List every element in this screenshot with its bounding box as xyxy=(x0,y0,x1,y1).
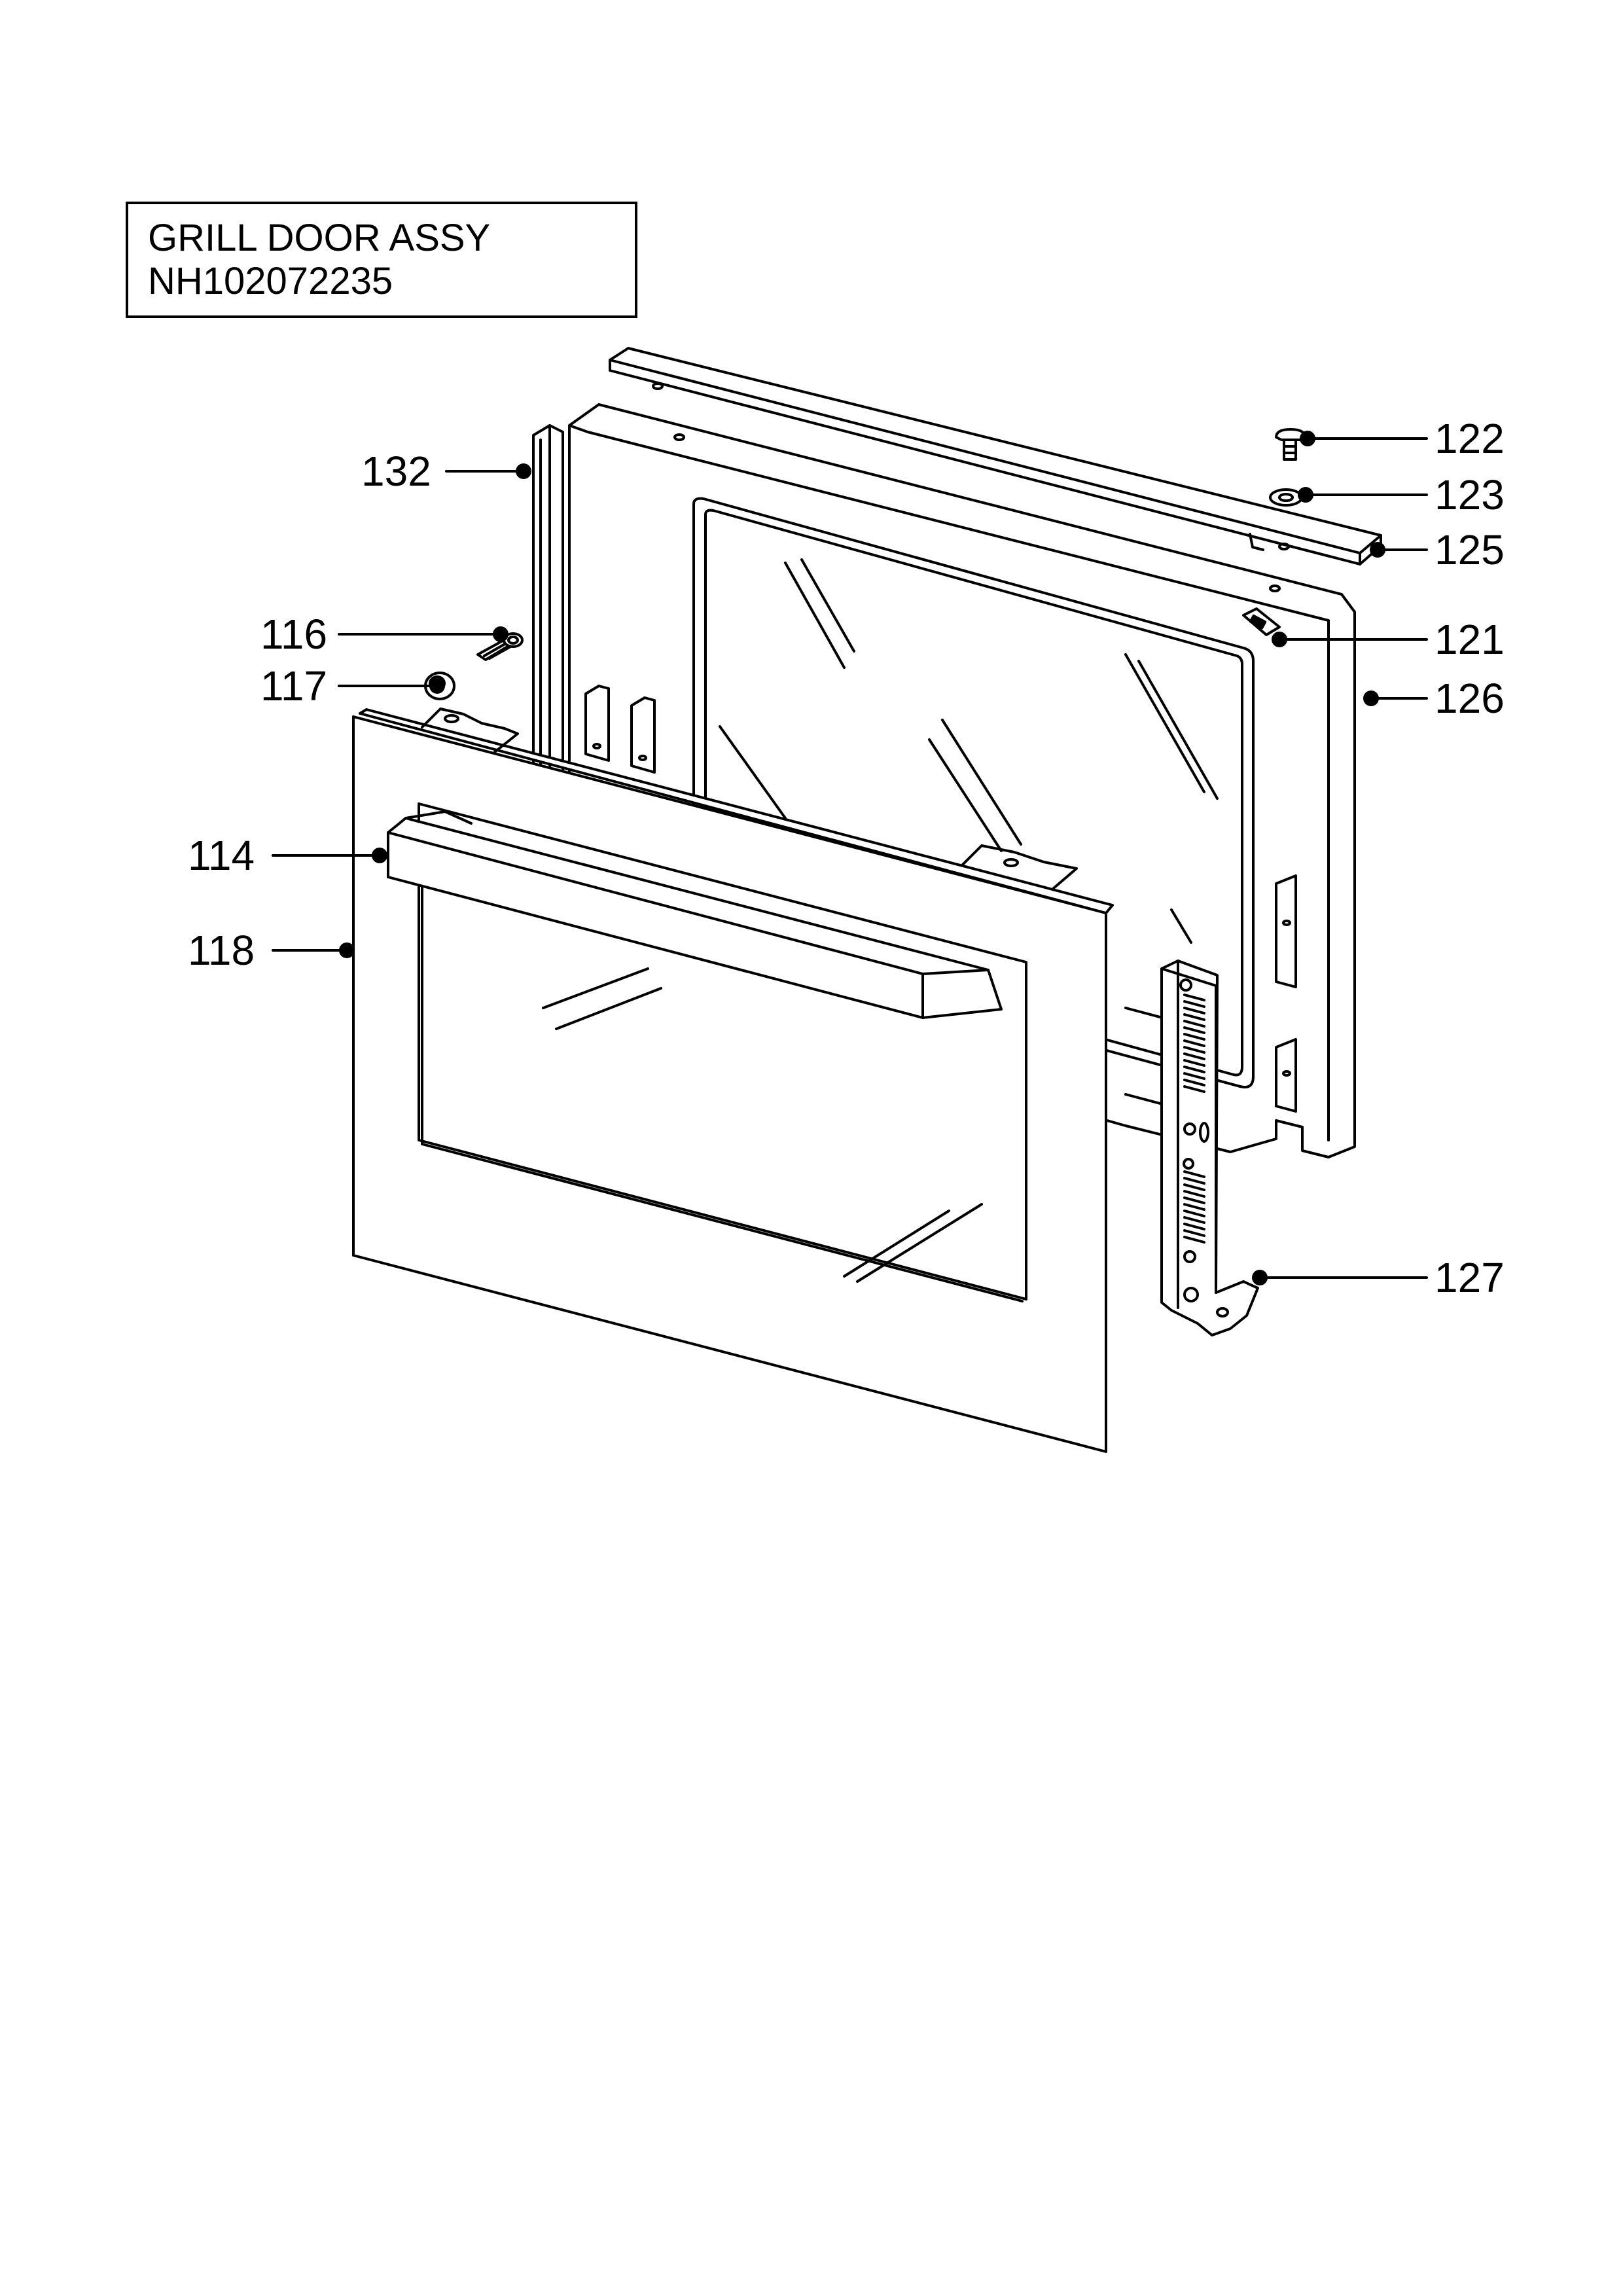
washer-123 xyxy=(1269,488,1303,507)
callout-121: 121 xyxy=(1435,616,1505,663)
title-block: GRILL DOOR ASSY NH102072235 xyxy=(126,202,637,318)
callout-132: 132 xyxy=(361,448,431,495)
assembly-name: GRILL DOOR ASSY xyxy=(148,217,491,259)
door-hinge xyxy=(1160,960,1259,1336)
part-number: NH102072235 xyxy=(148,260,393,302)
callout-126: 126 xyxy=(1435,675,1505,722)
leader-lines xyxy=(272,437,1428,1279)
callout-117: 117 xyxy=(260,662,327,709)
screw-122 xyxy=(1275,428,1306,461)
clip-part xyxy=(1242,607,1281,636)
callout-116: 116 xyxy=(260,611,327,658)
callout-122: 122 xyxy=(1435,415,1505,462)
side-seal xyxy=(532,424,564,783)
screw-116 xyxy=(476,632,524,661)
callout-114: 114 xyxy=(188,832,255,879)
callout-125: 125 xyxy=(1435,526,1505,573)
callout-118: 118 xyxy=(188,927,255,974)
callout-127: 127 xyxy=(1435,1254,1505,1301)
door-handle xyxy=(387,810,1003,1019)
top-trim-strip xyxy=(609,347,1382,565)
callout-numbers: 132 116 117 114 118 122 123 125 121 126 … xyxy=(188,415,1505,1301)
callout-123: 123 xyxy=(1435,471,1505,518)
leader-dots xyxy=(339,431,1385,1285)
